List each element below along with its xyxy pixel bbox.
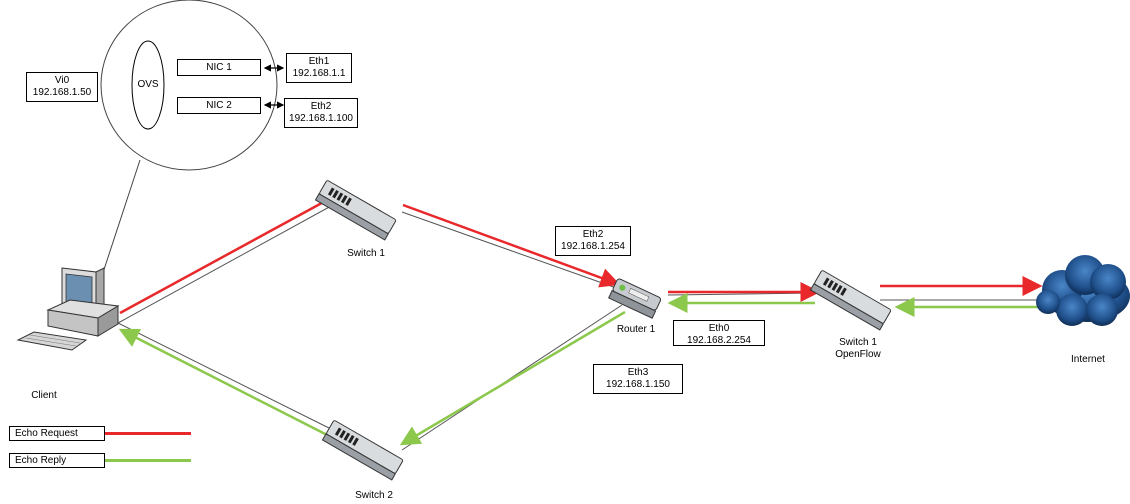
switch-icon xyxy=(811,270,892,330)
router-eth0-name: Eth0 xyxy=(674,323,764,335)
client-label: Client xyxy=(14,390,74,402)
ovs-label: OVS xyxy=(136,79,160,91)
switch-icon xyxy=(323,420,404,480)
switch1-openflow-line1: Switch 1 xyxy=(828,337,888,349)
eth2-client-box: Eth2 192.168.1.100 xyxy=(284,98,358,128)
legend-request-box: Echo Request xyxy=(9,426,105,441)
eth2-client-name: Eth2 xyxy=(285,101,357,113)
vi0-name: Vi0 xyxy=(27,75,97,87)
switch2-label: Switch 2 xyxy=(344,490,404,502)
legend-request-line xyxy=(105,432,191,435)
legend-reply-box: Echo Reply xyxy=(9,453,105,468)
legend-reply-line xyxy=(105,459,191,462)
switch1-openflow-line2: OpenFlow xyxy=(828,349,888,361)
switch-icon xyxy=(316,180,397,240)
zoom-circle xyxy=(101,0,277,170)
eth2-client-ip: 192.168.1.100 xyxy=(285,113,357,125)
vi0-box: Vi0 192.168.1.50 xyxy=(26,72,98,102)
nic2-label: NIC 2 xyxy=(178,100,260,112)
computer-icon xyxy=(18,268,118,350)
eth1-name: Eth1 xyxy=(287,56,351,68)
router-icon xyxy=(609,278,662,318)
internet-label: Internet xyxy=(1058,354,1118,366)
ovs-zoom xyxy=(94,0,283,300)
router1-label: Router 1 xyxy=(606,324,666,336)
nic1-label: NIC 1 xyxy=(178,62,260,74)
router-eth3-ip: 192.168.1.150 xyxy=(594,379,682,391)
nic2-box: NIC 2 xyxy=(177,97,261,114)
eth1-box: Eth1 192.168.1.1 xyxy=(286,53,352,83)
switch1-label: Switch 1 xyxy=(336,248,396,260)
nic1-box: NIC 1 xyxy=(177,59,261,76)
router-eth0-box: Eth0 192.168.2.254 xyxy=(673,320,765,346)
legend-request-label: Echo Request xyxy=(15,428,78,439)
router-eth0-ip: 192.168.2.254 xyxy=(674,335,764,347)
vi0-ip: 192.168.1.50 xyxy=(27,87,97,99)
router-eth2-ip: 192.168.1.254 xyxy=(556,241,630,253)
echo-reply-path xyxy=(121,303,1040,444)
cloud-icon xyxy=(1036,255,1130,326)
legend-reply-label: Echo Reply xyxy=(15,455,66,466)
router-eth2-box: Eth2 192.168.1.254 xyxy=(555,226,631,256)
router-eth3-box: Eth3 192.168.1.150 xyxy=(593,364,683,394)
eth1-ip: 192.168.1.1 xyxy=(287,68,351,80)
router-eth3-name: Eth3 xyxy=(594,367,682,379)
switch1-openflow-label: Switch 1 OpenFlow xyxy=(828,337,888,361)
router-eth2-name: Eth2 xyxy=(556,229,630,241)
